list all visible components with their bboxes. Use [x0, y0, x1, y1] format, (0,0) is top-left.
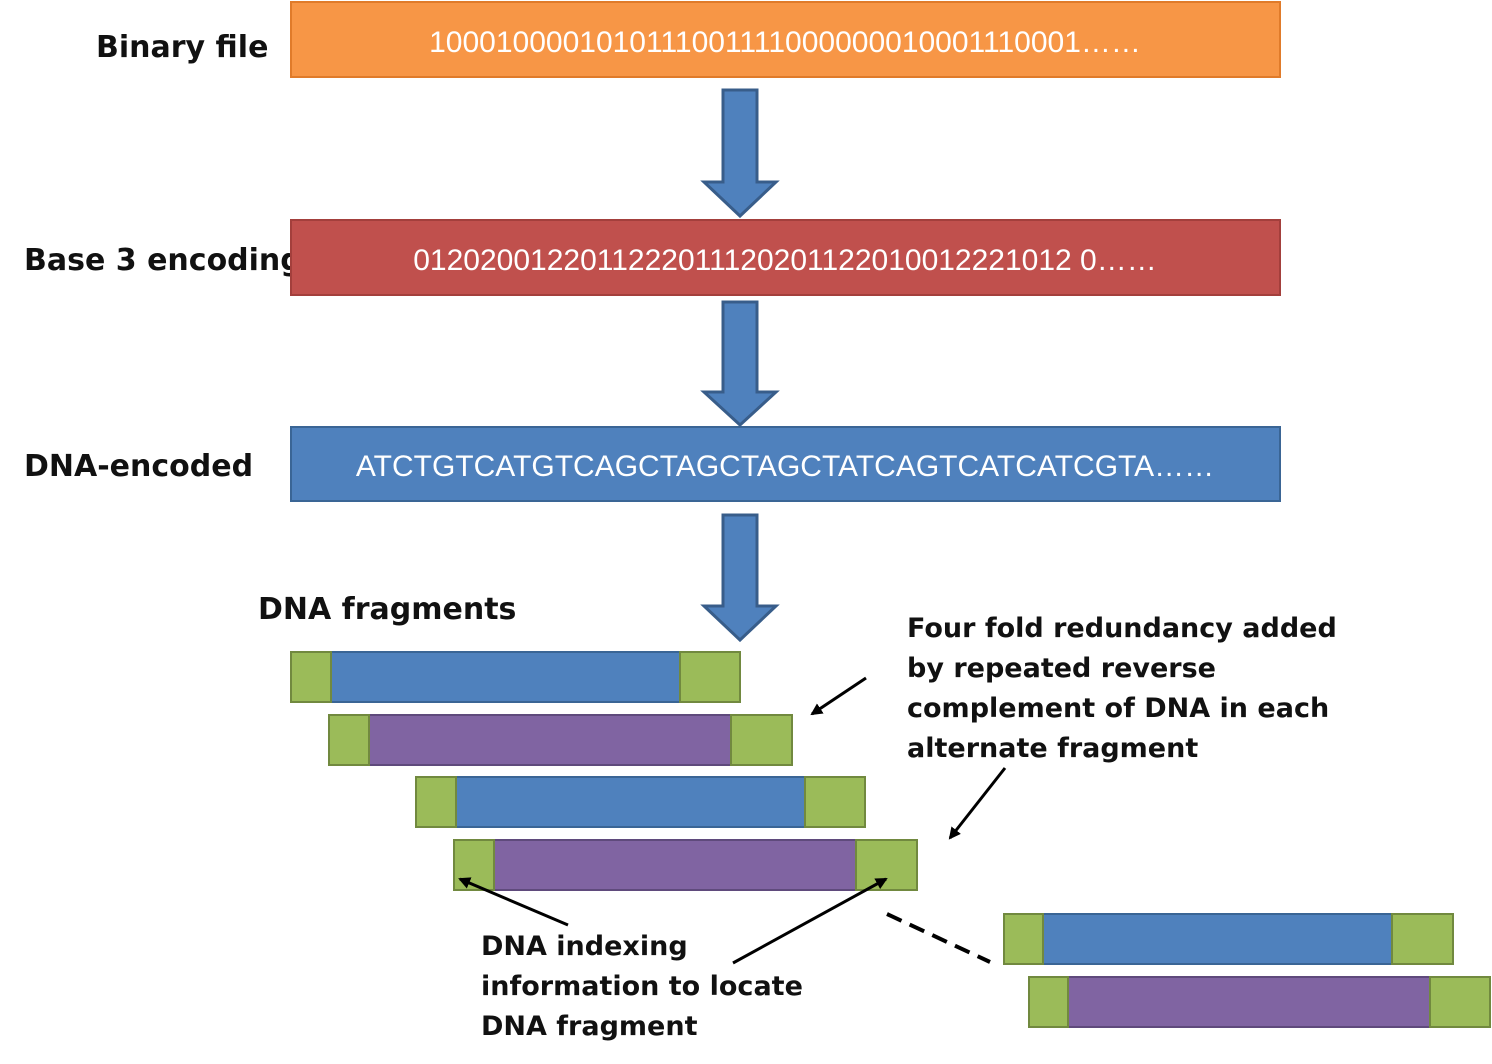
- redundancy-line-3: complement of DNA in each: [907, 693, 1329, 724]
- indexing-line-1: DNA indexing: [481, 931, 688, 962]
- index-block-left: [1003, 913, 1044, 965]
- dna-fragment-5: [1003, 913, 1454, 965]
- stage-label-binary-file: Binary file: [96, 30, 268, 65]
- binary-file-content: 1000100001010111001111000000010001110001…: [429, 26, 1141, 59]
- continuation-dashed-line: [886, 912, 991, 964]
- redundancy-annotation: Four fold redundancy added by repeated r…: [907, 613, 1337, 764]
- index-block-left: [1028, 976, 1069, 1028]
- index-block-right: [1391, 913, 1454, 965]
- index-block-right: [855, 839, 918, 891]
- dna-fragment-2: [328, 714, 793, 766]
- fragment-body-purple: [493, 839, 857, 891]
- binary-file-box: [290, 1, 1281, 78]
- base3-encoding-content: 0120200122011222011120201122010012221012…: [413, 244, 1157, 277]
- stage-label-base3-encoding: Base 3 encoding: [24, 243, 302, 278]
- indexing-pointer-arrow-left: [458, 877, 569, 927]
- indexing-line-2: information to locate: [481, 971, 803, 1002]
- dna-fragment-6: [1028, 976, 1491, 1028]
- stage-label-dna-encoded: DNA-encoded: [24, 449, 253, 484]
- fragment-body-blue: [455, 776, 806, 828]
- index-block-right: [679, 651, 741, 703]
- dna-fragments-title: DNA fragments: [258, 592, 516, 627]
- fragment-body-purple: [368, 714, 732, 766]
- down-arrow-3: [700, 513, 780, 643]
- redundancy-line-4: alternate fragment: [907, 733, 1198, 764]
- index-block-right: [804, 776, 866, 828]
- fragment-body-blue: [1042, 913, 1393, 965]
- index-block-left: [328, 714, 370, 766]
- index-block-left: [453, 839, 495, 891]
- indexing-annotation: DNA indexing information to locate DNA f…: [481, 931, 803, 1042]
- down-arrow-1: [700, 88, 780, 219]
- redundancy-pointer-arrow-2: [948, 767, 1007, 840]
- dna-encoded-content: ATCTGTCATGTCAGCTAGCTAGCTATCAGTCATCATCGTA…: [356, 450, 1214, 483]
- redundancy-pointer-arrow-1: [810, 676, 867, 716]
- fragment-body-blue: [330, 651, 681, 703]
- fragment-body-purple: [1067, 976, 1431, 1028]
- index-block-left: [290, 651, 332, 703]
- redundancy-line-1: Four fold redundancy added: [907, 613, 1337, 644]
- redundancy-line-2: by repeated reverse: [907, 653, 1216, 684]
- index-block-right: [1429, 976, 1491, 1028]
- dna-fragment-4: [453, 839, 918, 891]
- dna-fragment-3: [415, 776, 866, 828]
- indexing-line-3: DNA fragment: [481, 1011, 698, 1042]
- index-block-right: [730, 714, 793, 766]
- indexing-pointer-arrow-right: [732, 877, 888, 965]
- index-block-left: [415, 776, 457, 828]
- dna-encoded-box: [290, 426, 1281, 502]
- dna-fragment-1: [290, 651, 741, 703]
- down-arrow-2: [700, 300, 780, 428]
- base3-encoding-box: [290, 219, 1281, 296]
